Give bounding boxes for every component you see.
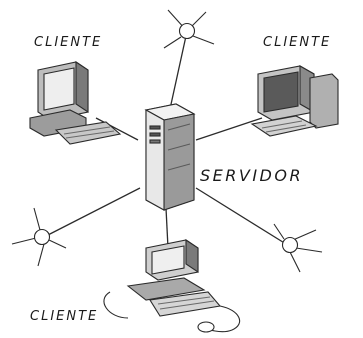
client-label-bottom: CLIENTE (30, 309, 99, 324)
server-tower-icon (144, 103, 196, 211)
link-server-bottom-client (165, 207, 169, 249)
link-server-right-client (195, 117, 263, 141)
link-server-right-node (195, 187, 287, 245)
client-label-top-right: CLIENTE (263, 35, 332, 50)
link-server-left-client (95, 117, 139, 141)
client-label-top-left: CLIENTE (34, 35, 103, 50)
link-server-top-node (167, 35, 187, 119)
link-server-left-node (45, 187, 141, 237)
desktop-computer-icon (250, 65, 339, 137)
desktop-computer-icon (103, 238, 241, 333)
network-node-icon (11, 207, 67, 267)
network-node-icon (273, 223, 323, 273)
server-label: SERVIDOR (200, 166, 304, 185)
connection-lines (45, 35, 287, 249)
desktop-computer-icon (29, 60, 122, 145)
network-node-icon (163, 9, 215, 49)
